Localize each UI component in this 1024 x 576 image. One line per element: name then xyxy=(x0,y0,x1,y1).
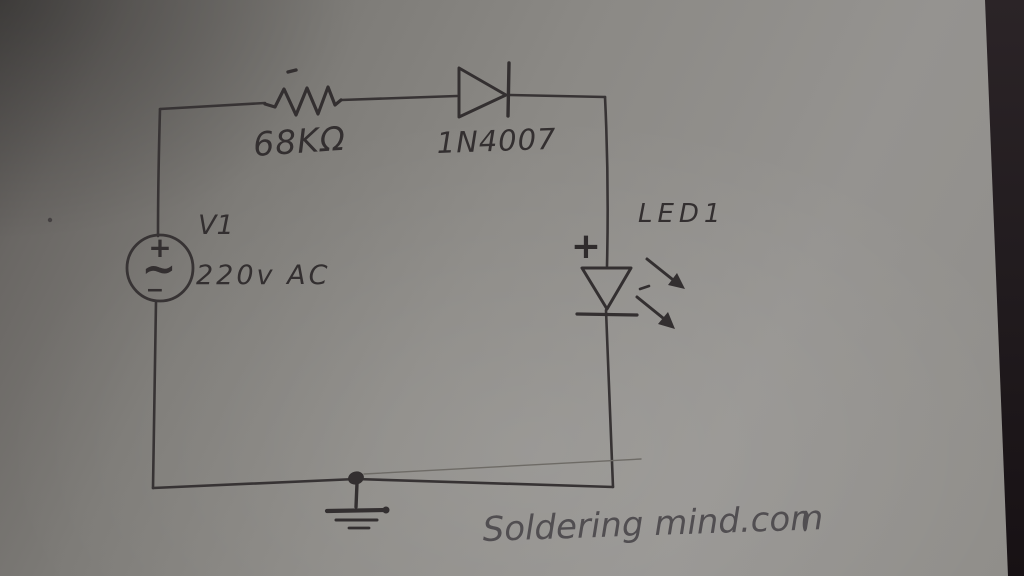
wire-top-right xyxy=(508,93,607,99)
stray-pen-mark xyxy=(802,510,808,532)
ground-symbol xyxy=(324,471,390,530)
arrow-head-icon xyxy=(658,312,675,329)
ink-dash-above-resistor xyxy=(286,68,298,74)
source-minus-sign: − xyxy=(146,278,164,303)
ground-stub xyxy=(354,481,359,509)
source-value-label: 220v AC xyxy=(196,260,330,291)
source-plus-sign: + xyxy=(148,231,171,264)
wire-left-lower xyxy=(151,299,158,490)
led-light-emission-arrows xyxy=(635,257,685,329)
diode-part-label: 1N4007 xyxy=(436,122,557,160)
led-cathode-bar xyxy=(575,312,639,317)
led-ref-label: LED1 xyxy=(638,199,725,229)
led-plus-sign: + xyxy=(571,226,601,267)
source-sine-wave-icon: ~ xyxy=(141,244,176,293)
stray-pencil-line xyxy=(363,458,642,475)
ground-bar-1 xyxy=(324,507,389,514)
ink-speck xyxy=(47,217,53,223)
wire-top-middle xyxy=(339,94,459,102)
ink-blob xyxy=(382,506,390,514)
wire-left-upper xyxy=(156,107,162,238)
diode-symbol xyxy=(457,66,508,119)
ac-source-symbol xyxy=(125,233,195,303)
arrow-shaft xyxy=(645,257,674,281)
wire-bottom xyxy=(151,477,615,490)
source-ref-label: V1 xyxy=(198,210,234,241)
wire-right-lower xyxy=(604,308,615,489)
watermark-text: Soldering mind.com xyxy=(482,498,824,550)
resistor-value-label: 68KΩ xyxy=(252,119,347,164)
arrow-shaft xyxy=(635,295,665,320)
arrow-dash xyxy=(638,284,651,291)
wire-top-left xyxy=(158,101,267,111)
arrow-head-icon xyxy=(668,273,685,289)
resistor-symbol xyxy=(263,85,343,117)
junction-dot xyxy=(348,471,364,485)
diode-cathode-bar xyxy=(506,61,511,118)
led-triangle-symbol xyxy=(580,266,633,311)
wire-right-upper xyxy=(603,95,609,268)
